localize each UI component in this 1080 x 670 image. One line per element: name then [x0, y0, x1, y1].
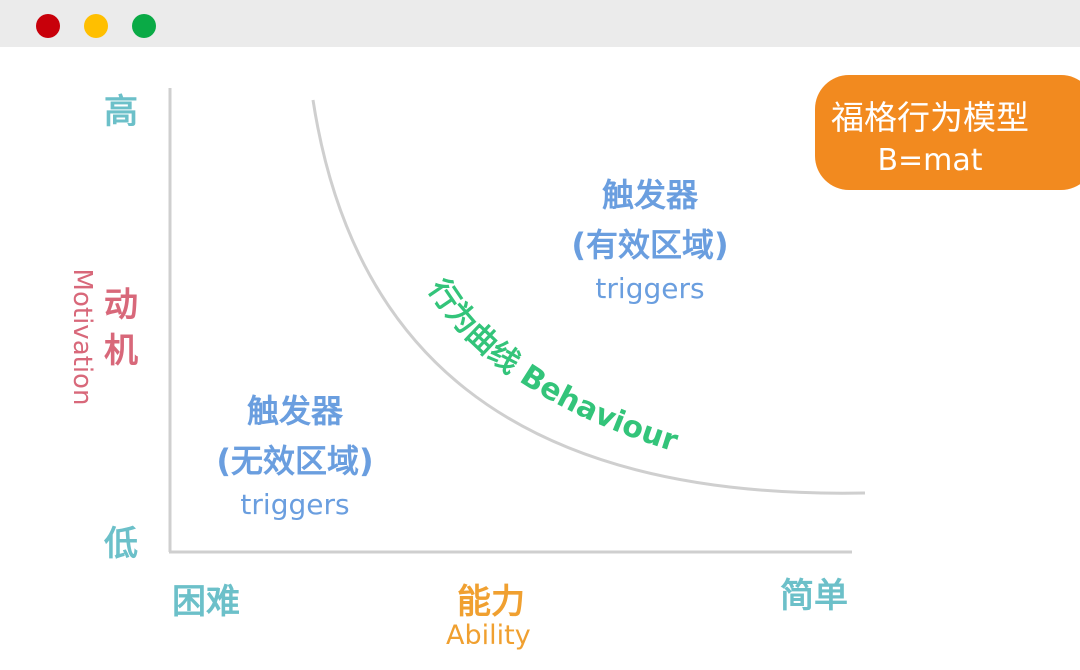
- minimize-button[interactable]: [84, 14, 108, 38]
- ineffective-zone-en: triggers: [240, 488, 350, 521]
- badge-title: 福格行为模型: [831, 98, 1029, 137]
- y-axis-low-label: 低: [104, 524, 138, 564]
- x-axis-easy-label: 简单: [780, 576, 848, 616]
- close-button[interactable]: [36, 14, 60, 38]
- effective-zone-title: 触发器: [601, 176, 698, 214]
- y-axis-title-en: Motivation: [67, 268, 97, 406]
- ineffective-zone-subtitle: (无效区域): [216, 442, 374, 480]
- effective-zone-en: triggers: [595, 272, 705, 305]
- maximize-button[interactable]: [132, 14, 156, 38]
- window-titlebar: [0, 0, 1080, 47]
- y-axis-title-cn: 动机: [104, 285, 138, 371]
- y-axis-high-label: 高: [104, 92, 138, 132]
- effective-zone: 触发器 (有效区域) triggers: [550, 170, 750, 305]
- badge-formula: B=mat: [877, 143, 983, 178]
- model-badge: 福格行为模型 B=mat: [815, 75, 1080, 190]
- ineffective-zone-title: 触发器: [246, 392, 343, 430]
- behaviour-curve: [311, 99, 866, 495]
- x-axis-hard-label: 困难: [172, 582, 240, 622]
- x-axis-title-en: Ability: [446, 620, 531, 651]
- effective-zone-subtitle: (有效区域): [571, 226, 729, 264]
- ineffective-zone: 触发器 (无效区域) triggers: [195, 386, 395, 521]
- x-axis-title-cn: 能力: [457, 582, 525, 622]
